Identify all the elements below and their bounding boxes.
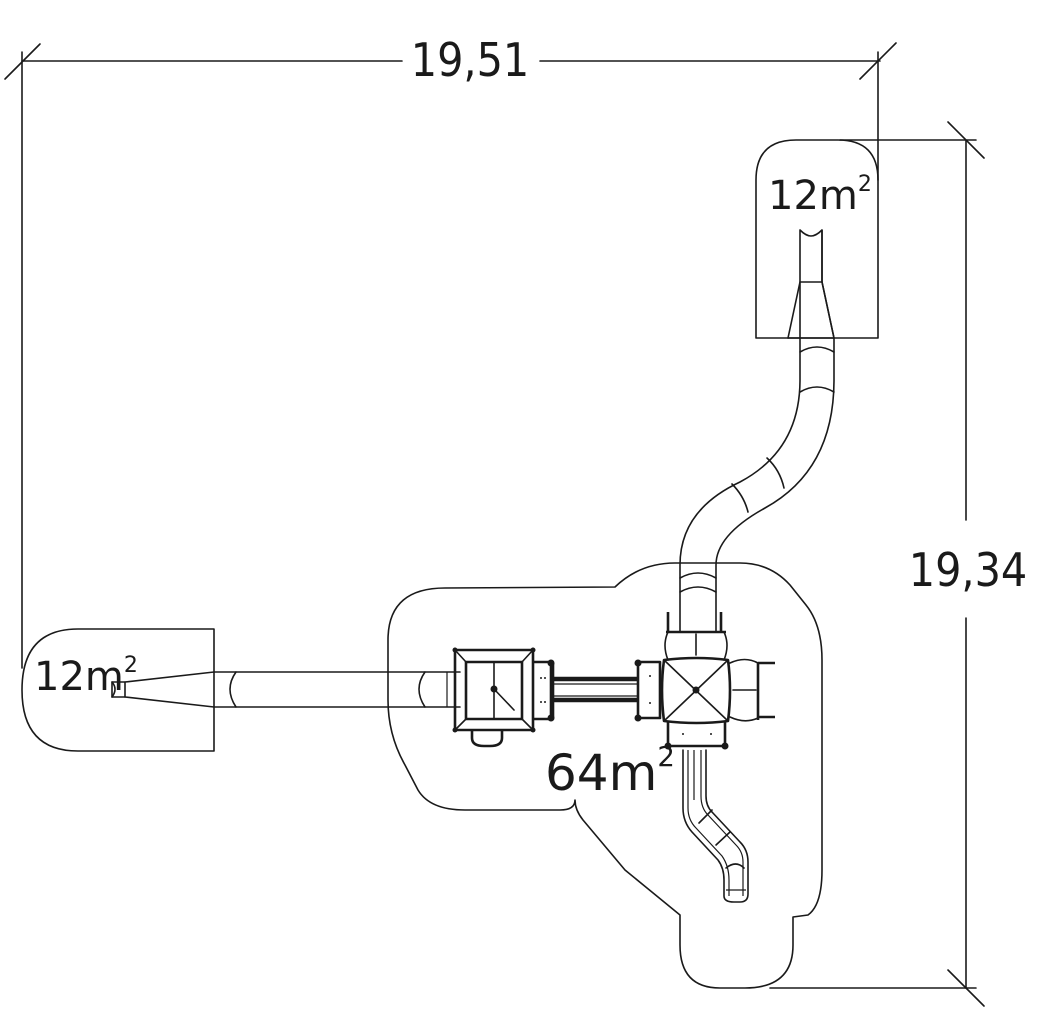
zone-left-area-label: 12m2 — [34, 653, 138, 700]
climbing-hoop — [470, 730, 504, 748]
square-tower — [452, 647, 555, 748]
safety-zone-left — [21, 628, 215, 752]
long-straight-slide — [111, 671, 461, 708]
central-bottom-platform — [666, 722, 727, 748]
central-left-platform — [638, 660, 662, 720]
short-spiral-slide — [682, 749, 749, 903]
zone-top-area-label: 12m2 — [768, 172, 872, 219]
safety-zone-top-right — [755, 139, 879, 339]
depth-dimension-label: 19,34 — [909, 543, 1027, 597]
tower-ridge — [493, 688, 515, 711]
tower-platform — [533, 660, 553, 721]
rope-bridge — [551, 663, 640, 718]
curved-tube-slide — [679, 229, 835, 633]
dimension-width: 19,51 — [4, 33, 897, 669]
slide-exit-flare — [124, 671, 215, 708]
tower-roof-outline — [453, 648, 535, 732]
dimension-depth: 19,34 — [769, 121, 1027, 1007]
safety-zone-main — [387, 562, 823, 989]
central-tower — [634, 612, 775, 750]
zone-main-area-label: 64m2 — [545, 741, 675, 802]
width-dimension-label: 19,51 — [411, 33, 529, 87]
